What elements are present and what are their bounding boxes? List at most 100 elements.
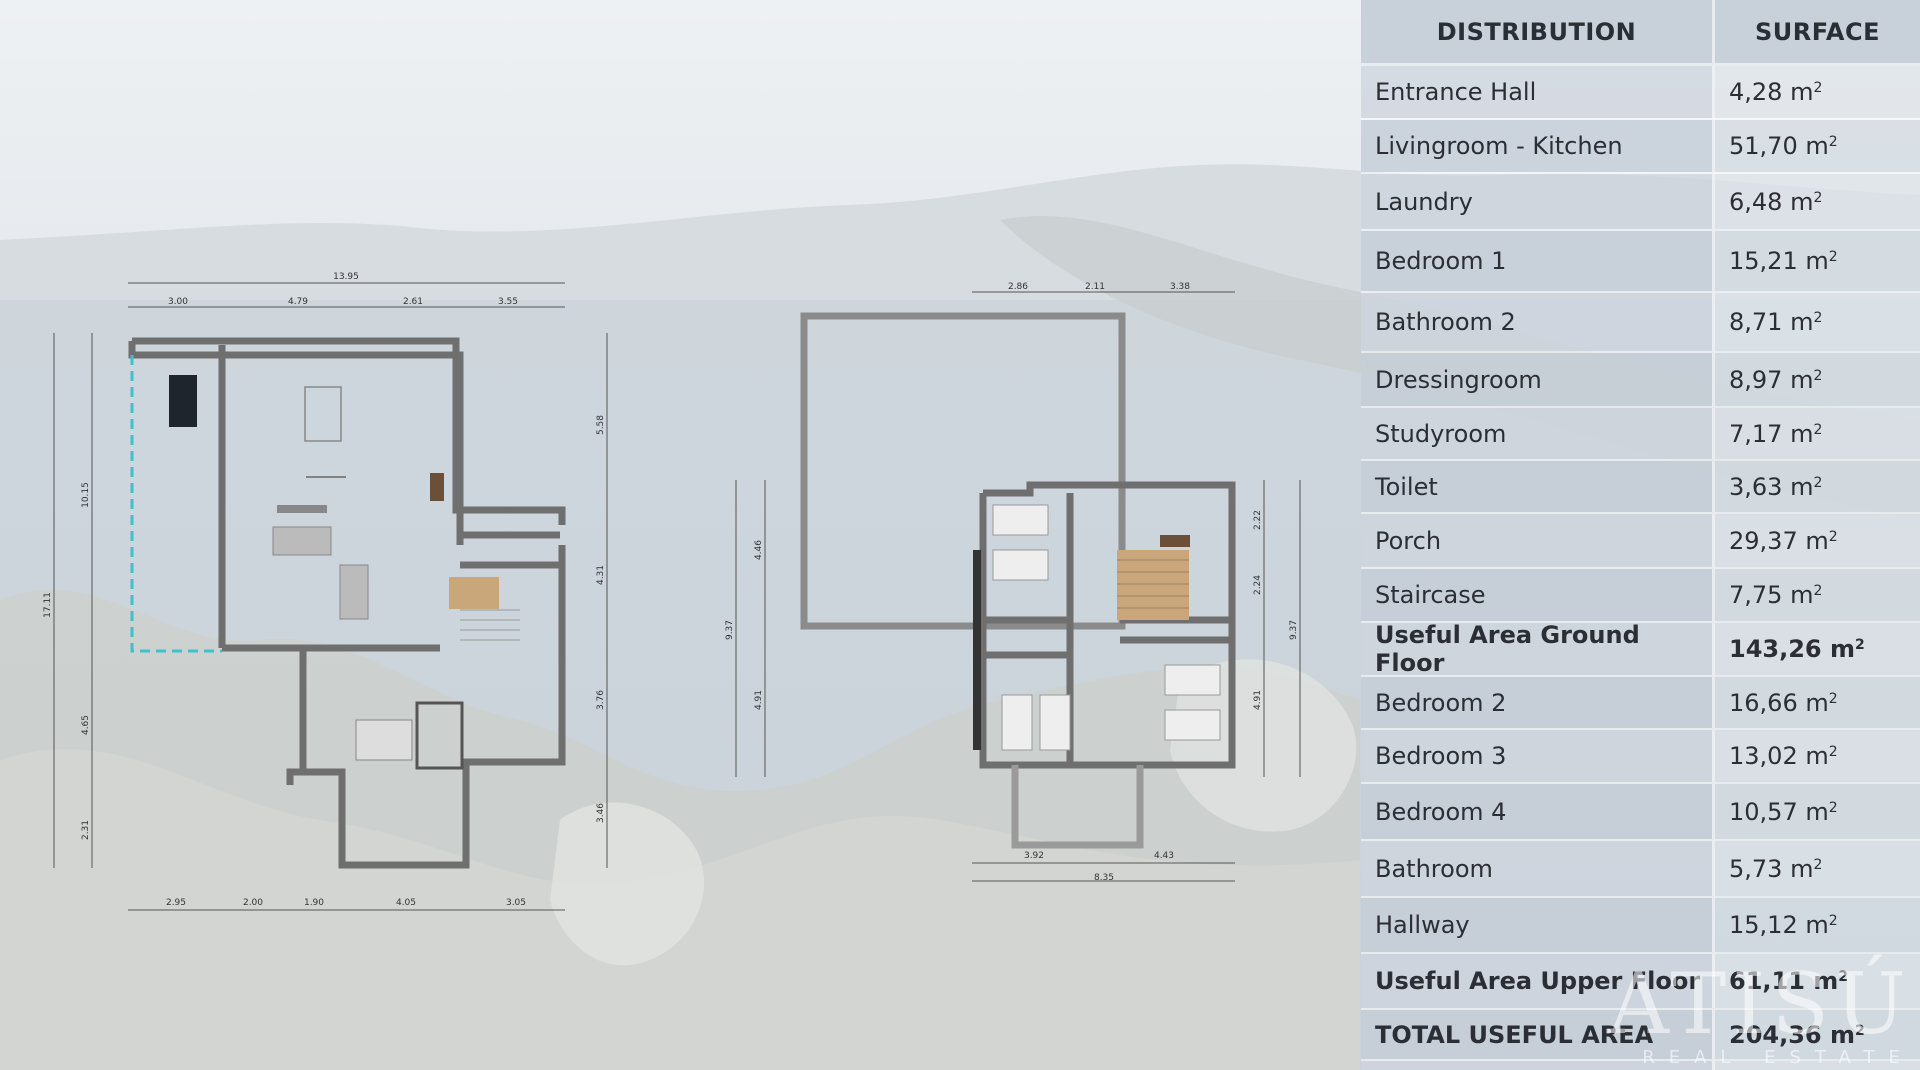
surface-value: 4,28 [1729,78,1783,106]
row-label: Livingroom - Kitchen [1361,120,1715,172]
gf-dim-right: 5.58 [596,415,606,435]
surface-unit-power: 2 [1813,310,1823,326]
surface-value: 7,75 [1729,581,1783,609]
uf-dim-bottom: 4.43 [1154,851,1174,861]
uf-dim-left: 4.91 [754,690,764,710]
gf-dim-right: 3.46 [596,803,606,823]
surface-unit-power: 2 [1828,913,1838,929]
gf-dim-right: 3.76 [596,690,606,710]
gf-dim-bottom: 3.05 [506,898,526,908]
row-label: Staircase [1361,569,1715,621]
surface-unit: m [1805,742,1829,770]
gf-dim-top: 3.55 [498,297,518,307]
surface-unit-power: 2 [1828,249,1838,265]
row-label: Useful Area Upper Floor [1361,954,1715,1008]
uf-dim-right-total: 9.37 [1289,620,1299,640]
surface-unit: m [1813,967,1839,995]
surface-unit-power: 2 [1813,367,1823,384]
surface-unit: m [1829,1020,1855,1049]
surface-unit: m [1805,526,1829,555]
gf-dim-top: 2.61 [403,297,423,307]
gf-dim-top-total: 13.95 [333,272,359,282]
surface-unit: m [1790,854,1814,883]
surface-unit: m [1790,187,1814,216]
gf-dim-bottom: 1.90 [304,898,324,908]
surface-value: 143,26 [1729,635,1822,663]
surface-unit: m [1805,911,1829,939]
gf-dim-left-total: 17.11 [43,592,53,618]
uf-dim-bottom-total: 8.35 [1094,873,1114,883]
row-label: Studyroom [1361,408,1715,459]
surface-value: 7,17 [1729,419,1783,448]
row-label: Hallway [1361,898,1715,952]
surface-value: 29,37 [1729,526,1798,555]
surface-unit-power: 2 [1828,799,1838,816]
row-surface: 248,61 m2 [1715,1061,1920,1070]
surface-unit: m [1805,688,1829,717]
row-label: Laundry [1361,174,1715,229]
surface-unit-power: 2 [1828,134,1838,150]
row-label: Bedroom 3 [1361,730,1715,782]
table-header: DISTRIBUTION SURFACE [1361,0,1920,66]
row-label: Bathroom 2 [1361,293,1715,351]
uf-dim-left: 4.46 [754,540,764,560]
uf-dim-bottom: 3.92 [1024,851,1044,861]
surface-unit-power: 2 [1855,637,1865,653]
row-label: Bedroom 4 [1361,784,1715,839]
surface-unit: m [1829,635,1855,663]
surface-value: 8,71 [1729,308,1783,336]
surface-unit-power: 2 [1813,421,1823,438]
surface-value: 16,66 [1729,688,1798,717]
uf-dim-right: 4.91 [1253,690,1263,710]
surface-value: 51,70 [1729,132,1798,160]
surface-unit: m [1790,78,1814,106]
surface-unit: m [1790,472,1814,501]
uf-dim-top: 2.86 [1008,282,1028,292]
gf-dim-top: 4.79 [288,297,308,307]
gf-dim-right: 4.31 [596,565,606,585]
ground-floor-plan: 13.95 3.00 4.79 2.61 3.55 2.95 2.00 1.90… [40,265,620,915]
surface-value: 61,11 [1729,967,1805,995]
row-label: Entrance Hall [1361,66,1715,118]
surface-unit: m [1805,797,1829,826]
surface-unit: m [1790,581,1814,609]
table-row: TOTAL BUILT AREA248,61 m2 [1361,1061,1920,1070]
surface-unit: m [1790,365,1814,394]
surface-unit-power: 2 [1813,856,1823,873]
surface-unit: m [1790,419,1814,448]
row-label: TOTAL USEFUL AREA [1361,1010,1715,1059]
gf-dim-left: 10.15 [81,482,91,508]
surface-unit-power: 2 [1813,189,1823,206]
uf-dim-right: 2.22 [1253,510,1263,530]
row-label: Bathroom [1361,841,1715,896]
uf-dim-top: 3.38 [1170,282,1190,292]
surface-unit: m [1790,308,1814,336]
surface-unit: m [1805,132,1829,160]
surface-unit-power: 2 [1838,969,1849,985]
